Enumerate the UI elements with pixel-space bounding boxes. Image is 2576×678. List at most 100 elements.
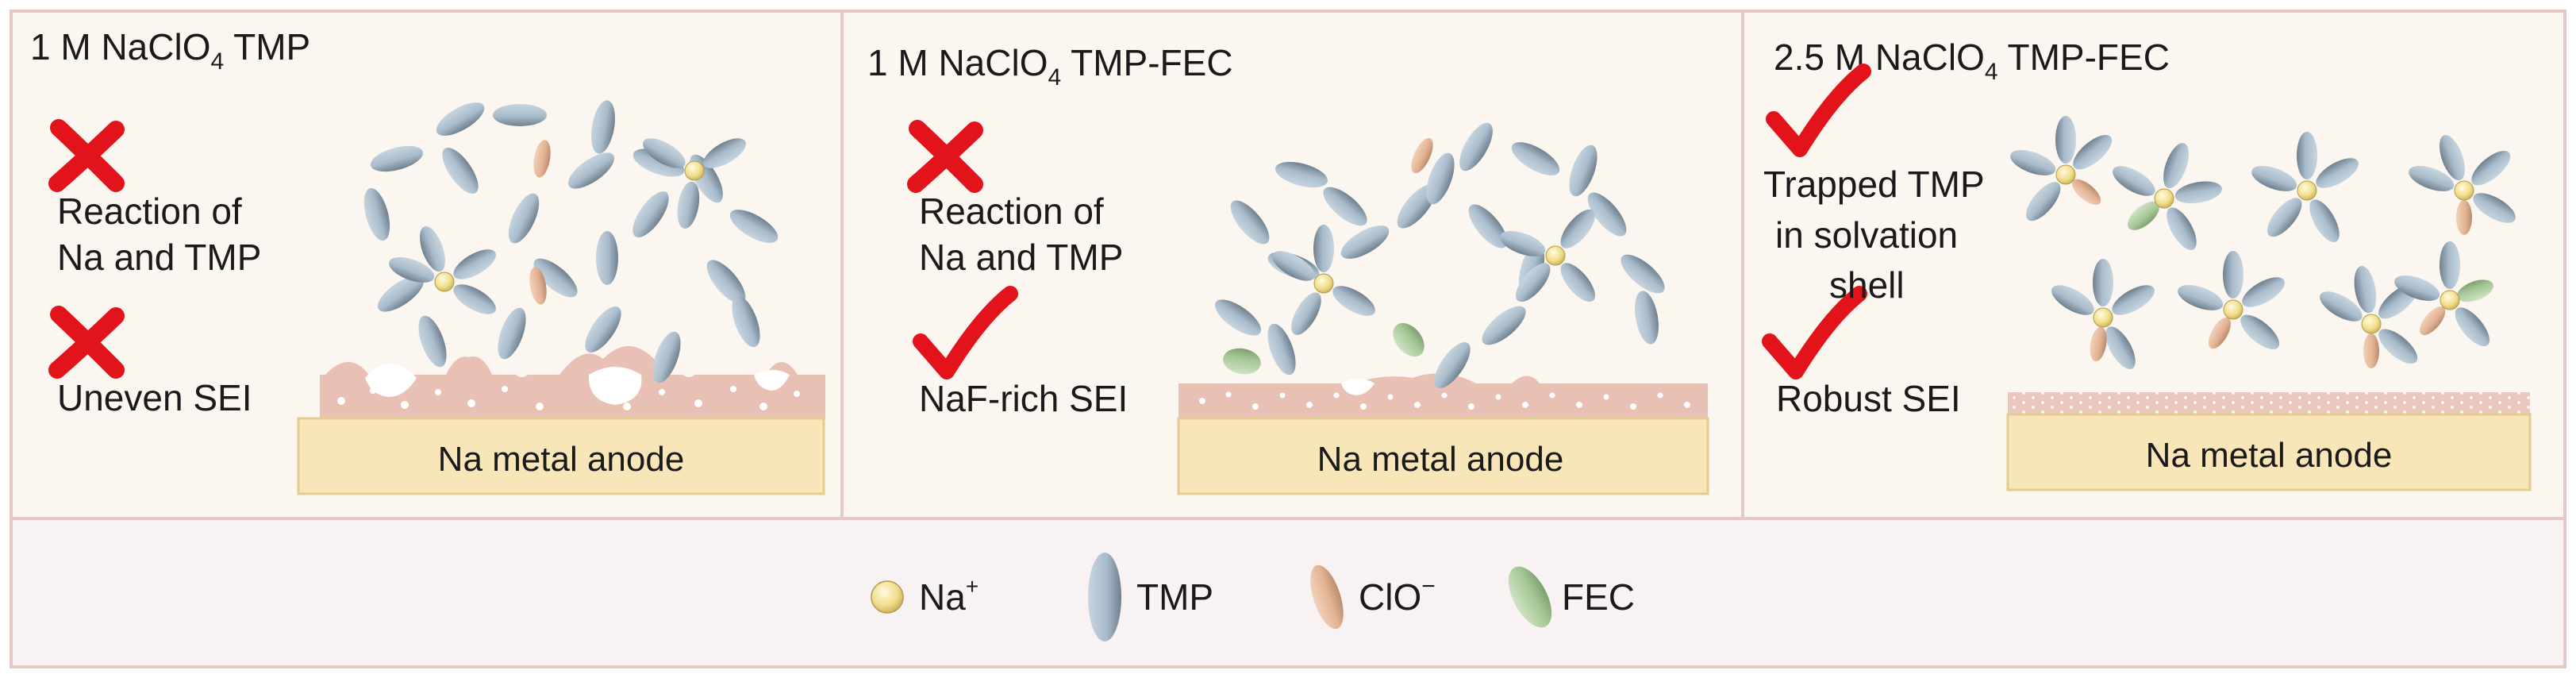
panel-2-title: 1 M NaClO4 TMP-FEC — [867, 42, 1233, 91]
tmp-molecule — [643, 138, 686, 168]
legend-tmp-label: TMP — [1136, 576, 1213, 618]
tmp-molecule — [2167, 207, 2197, 250]
tmp-molecule — [1340, 225, 1390, 259]
tmp-molecule — [2316, 158, 2359, 188]
tmp-molecule — [596, 231, 618, 285]
legend-background — [10, 517, 2566, 668]
tmp-molecule — [632, 148, 685, 177]
tmp-molecule — [1215, 299, 1261, 336]
tmp-molecule — [1272, 251, 1315, 281]
tmp-molecule — [2112, 285, 2155, 315]
tmp-molecule — [370, 145, 424, 172]
tmp-molecule — [2409, 165, 2455, 191]
tmp-molecule — [1482, 306, 1526, 345]
clo-anion — [533, 140, 551, 178]
tmp-molecule — [2093, 259, 2113, 306]
tmp-molecule — [1313, 225, 1334, 272]
cross-icon — [907, 120, 983, 193]
tmp-molecule — [493, 104, 547, 126]
tmp-molecule — [706, 260, 746, 304]
tmp-molecule — [1275, 161, 1328, 188]
tmp-molecule — [436, 102, 485, 136]
item-text: Na and TMP — [919, 237, 1123, 278]
legend-fec-symbol — [1508, 566, 1552, 628]
clo-anion — [2420, 306, 2446, 336]
tmp-molecule — [2297, 132, 2317, 179]
tmp-molecule — [591, 100, 615, 154]
tmp-molecule — [632, 191, 669, 237]
item-text: Reaction of — [919, 191, 1104, 232]
tmp-molecule — [729, 210, 779, 243]
na-ion — [2055, 164, 2076, 185]
tmp-molecule — [508, 193, 540, 244]
panel-1-uneven-sei — [320, 346, 825, 418]
item-text: in solvation — [1775, 214, 1958, 256]
tmp-molecule — [1516, 263, 1551, 302]
check-icon — [913, 286, 1018, 379]
tmp-molecule — [2163, 143, 2190, 189]
tmp-molecule — [2251, 165, 2297, 191]
tmp-molecule — [2309, 199, 2340, 242]
tmp-molecule — [2455, 307, 2489, 347]
tmp-molecule — [1426, 152, 1455, 205]
na-ion — [1313, 273, 1334, 294]
tmp-molecule — [1500, 230, 1546, 256]
tmp-molecule — [585, 306, 621, 352]
tmp-molecule — [2242, 277, 2285, 307]
tmp-molecule — [2240, 314, 2280, 349]
panel-3-items: Trapped TMP in solvation shell Robust SE… — [1763, 164, 1985, 419]
tmp-molecule — [2073, 135, 2113, 170]
tmp-molecule — [1511, 142, 1560, 175]
fec-molecule — [1393, 322, 1424, 357]
item-text: Trapped TMP — [1763, 164, 1985, 205]
tmp-molecule — [2055, 116, 2076, 164]
tmp-molecule — [363, 187, 390, 241]
panel-1-title: 1 M NaClO4 TMP — [30, 26, 310, 75]
na-ion — [2223, 299, 2243, 320]
tmp-molecule — [2378, 329, 2418, 364]
na-ion — [2093, 307, 2113, 328]
panel-1-anode-label: Na metal anode — [438, 440, 685, 479]
tmp-molecule — [652, 331, 681, 383]
tmp-molecule — [2439, 135, 2465, 181]
legend-fec-label: FEC — [1562, 576, 1635, 618]
tmp-molecule — [453, 249, 496, 279]
panel-3-robust-sei — [2008, 392, 2530, 414]
tmp-molecule — [533, 258, 578, 298]
na-ion — [1545, 245, 1566, 266]
clo-anion — [2363, 333, 2379, 368]
tmp-molecule — [2473, 193, 2516, 223]
item-text: Na and TMP — [57, 237, 261, 278]
clo-anion — [2072, 179, 2101, 205]
na-ion — [2154, 188, 2174, 209]
tmp-molecule — [2320, 291, 2363, 322]
tmp-molecule — [1434, 342, 1471, 388]
panel-2-anode — [1177, 417, 1709, 495]
clo-anion — [2209, 317, 2231, 349]
na-ion — [2361, 314, 2382, 334]
panel-3-anode-label: Na metal anode — [2146, 436, 2393, 475]
tmp-molecule — [418, 315, 447, 368]
panel-1-anode — [297, 417, 825, 495]
clo-anion — [2456, 200, 2472, 235]
tmp-molecule — [1291, 292, 1321, 335]
check-icon — [1762, 286, 1867, 379]
panel-2-sei — [1178, 373, 1708, 418]
tmp-molecule — [1267, 323, 1296, 376]
tmp-molecule — [453, 284, 496, 314]
item-text: shell — [1829, 264, 1905, 306]
legend-na-symbol — [871, 580, 904, 614]
fec-molecule — [2128, 201, 2159, 230]
tmp-molecule — [419, 226, 445, 272]
check-icon — [1766, 64, 1871, 157]
tmp-molecule — [2394, 275, 2440, 301]
na-ion — [434, 272, 455, 292]
cross-icon — [48, 119, 125, 192]
tmp-molecule — [2174, 181, 2222, 204]
tmp-molecule — [378, 275, 424, 312]
panel-2-items: Reaction of Na and TMP NaF-rich SEI — [919, 191, 1128, 419]
tmp-molecule — [2354, 266, 2377, 314]
tmp-molecule — [2113, 166, 2155, 196]
tmp-molecule — [1621, 254, 1665, 294]
